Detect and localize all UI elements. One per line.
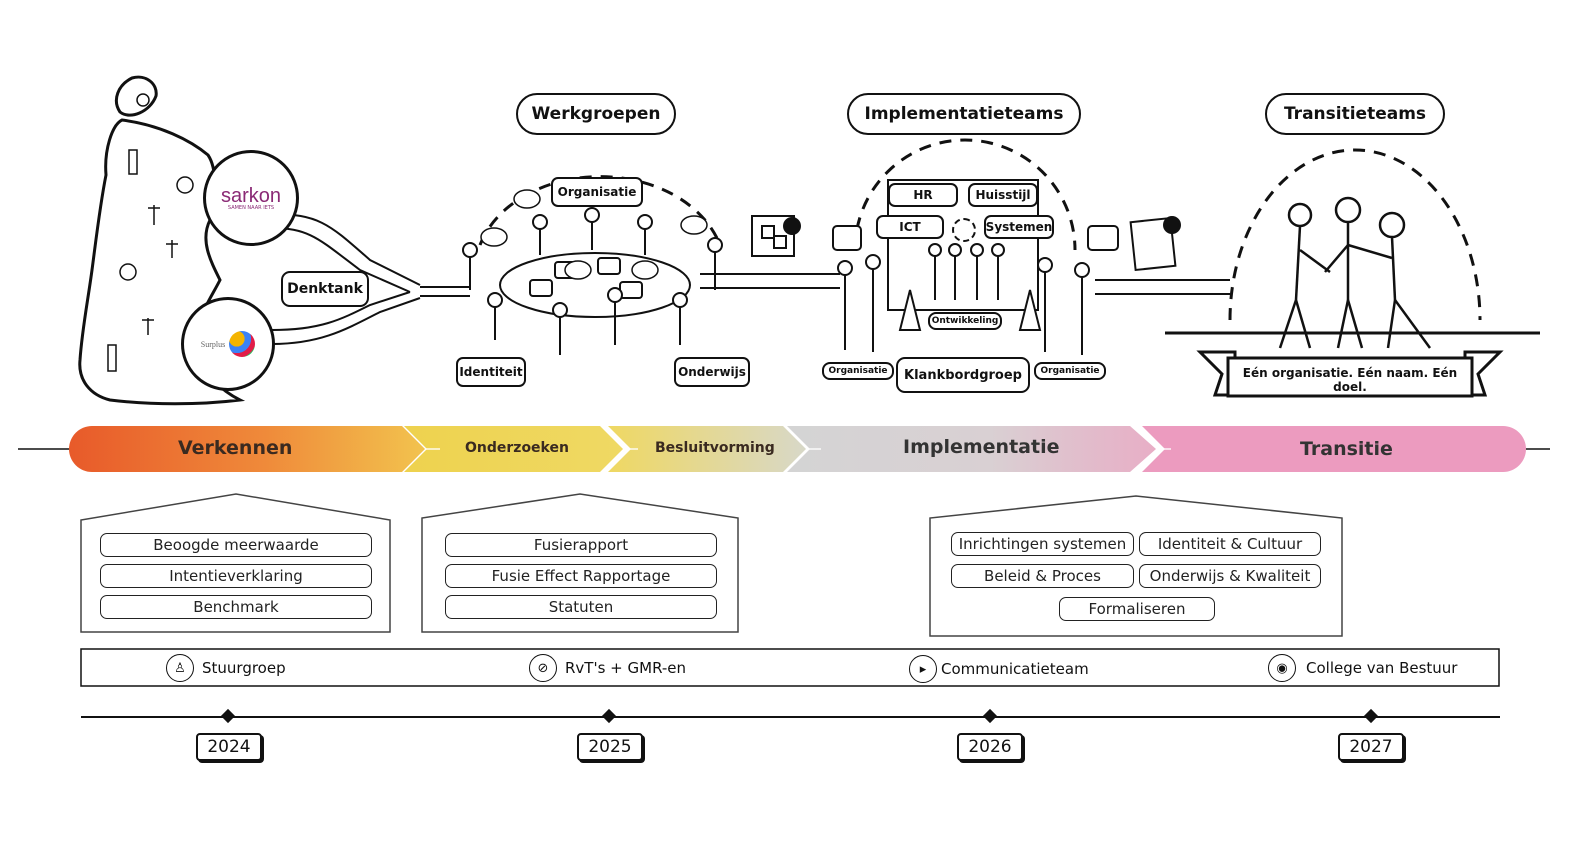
phase-verkennen: Verkennen — [178, 437, 293, 459]
topic-identiteit: Identiteit — [456, 357, 526, 387]
governance-label: College van Bestuur — [1306, 659, 1458, 677]
surplus-logo-text: Surplus — [200, 339, 226, 349]
topic-huisstijl: Huisstijl — [968, 183, 1038, 207]
governance-college-van-bestuur: ◉ College van Bestuur — [1268, 654, 1457, 682]
deliverable-onderwijs-kwaliteit: Onderwijs & Kwaliteit — [1139, 564, 1321, 588]
transitieteams-title: Transitieteams — [1265, 93, 1445, 135]
house-implementatie — [929, 495, 1343, 637]
werkgroepen-title: Werkgroepen — [516, 93, 676, 135]
year-2027: 2027 — [1338, 733, 1404, 761]
group-icon: ♙ — [166, 654, 194, 682]
topic-onderwijs: Onderwijs — [674, 357, 750, 387]
topic-organisatie: Organisatie — [551, 177, 643, 207]
denktank-label: Denktank — [281, 271, 369, 307]
deliverable-benchmark: Benchmark — [100, 595, 372, 619]
governance-stuurgroep: ♙ Stuurgroep — [166, 654, 286, 682]
year-2024: 2024 — [196, 733, 262, 761]
sarkon-logo-text: sarkon — [220, 184, 282, 207]
phase-transitie-shape — [1142, 426, 1526, 472]
deliverable-beleid-proces: Beleid & Proces — [951, 564, 1134, 588]
deliverable-formaliseren: Formaliseren — [1059, 597, 1215, 621]
topic-systemen: Systemen — [984, 215, 1054, 239]
deliverable-inrichtingen-systemen: Inrichtingen systemen — [951, 532, 1134, 556]
province-map — [78, 75, 246, 406]
phase-implementatie: Implementatie — [903, 436, 1060, 458]
eye-icon: ◉ — [1268, 654, 1296, 682]
implementatieteams-title: Implementatieteams — [847, 93, 1081, 135]
phase-implementatie-shape — [787, 426, 1156, 472]
governance-communicatieteam: ▸ Communicatieteam — [909, 655, 1089, 683]
topic-hr: HR — [888, 183, 958, 207]
surplus-logo: Surplus — [181, 297, 275, 391]
topic-organisatie-right: Organisatie — [1034, 362, 1106, 380]
deliverable-statuten: Statuten — [445, 595, 717, 619]
topic-klankbordgroep: Klankbordgroep — [896, 357, 1030, 393]
year-2026: 2026 — [957, 733, 1023, 761]
phase-besluitvorming: Besluitvorming — [655, 440, 775, 456]
governance-label: Communicatieteam — [941, 660, 1089, 678]
megaphone-icon: ▸ — [909, 655, 937, 683]
deliverable-identiteit-cultuur: Identiteit & Cultuur — [1139, 532, 1321, 556]
deliverable-fusierapport: Fusierapport — [445, 533, 717, 557]
sarkon-logo: sarkon SAMEN NAAR IETS — [203, 150, 299, 246]
governance-rvt-gmr: ⊘ RvT's + GMR-en — [529, 654, 686, 682]
loading-spinner-icon — [952, 218, 976, 242]
compass-icon: ⊘ — [529, 654, 557, 682]
year-2025: 2025 — [577, 733, 643, 761]
deliverable-beoogde-meerwaarde: Beoogde meerwaarde — [100, 533, 372, 557]
topic-organisatie-left: Organisatie — [822, 362, 894, 380]
phase-verkennen-shape — [69, 426, 425, 472]
phase-onderzoeken-shape — [404, 426, 623, 472]
deliverable-fusie-effect-rapportage: Fusie Effect Rapportage — [445, 564, 717, 588]
governance-label: RvT's + GMR-en — [565, 659, 687, 677]
phase-transitie: Transitie — [1300, 438, 1393, 460]
phase-besluitvorming-shape — [608, 426, 806, 472]
phase-onderzoeken: Onderzoeken — [465, 440, 569, 456]
deliverable-intentieverklaring: Intentieverklaring — [100, 564, 372, 588]
governance-label: Stuurgroep — [202, 659, 286, 677]
topic-ontwikkeling: Ontwikkeling — [928, 312, 1002, 330]
transitie-banner-text: Eén organisatie. Eén naam. Eén doel. — [1242, 366, 1458, 394]
sarkon-logo-tagline: SAMEN NAAR IETS — [227, 204, 275, 211]
surplus-logo-mark — [229, 331, 256, 357]
topic-ict: ICT — [876, 215, 944, 239]
